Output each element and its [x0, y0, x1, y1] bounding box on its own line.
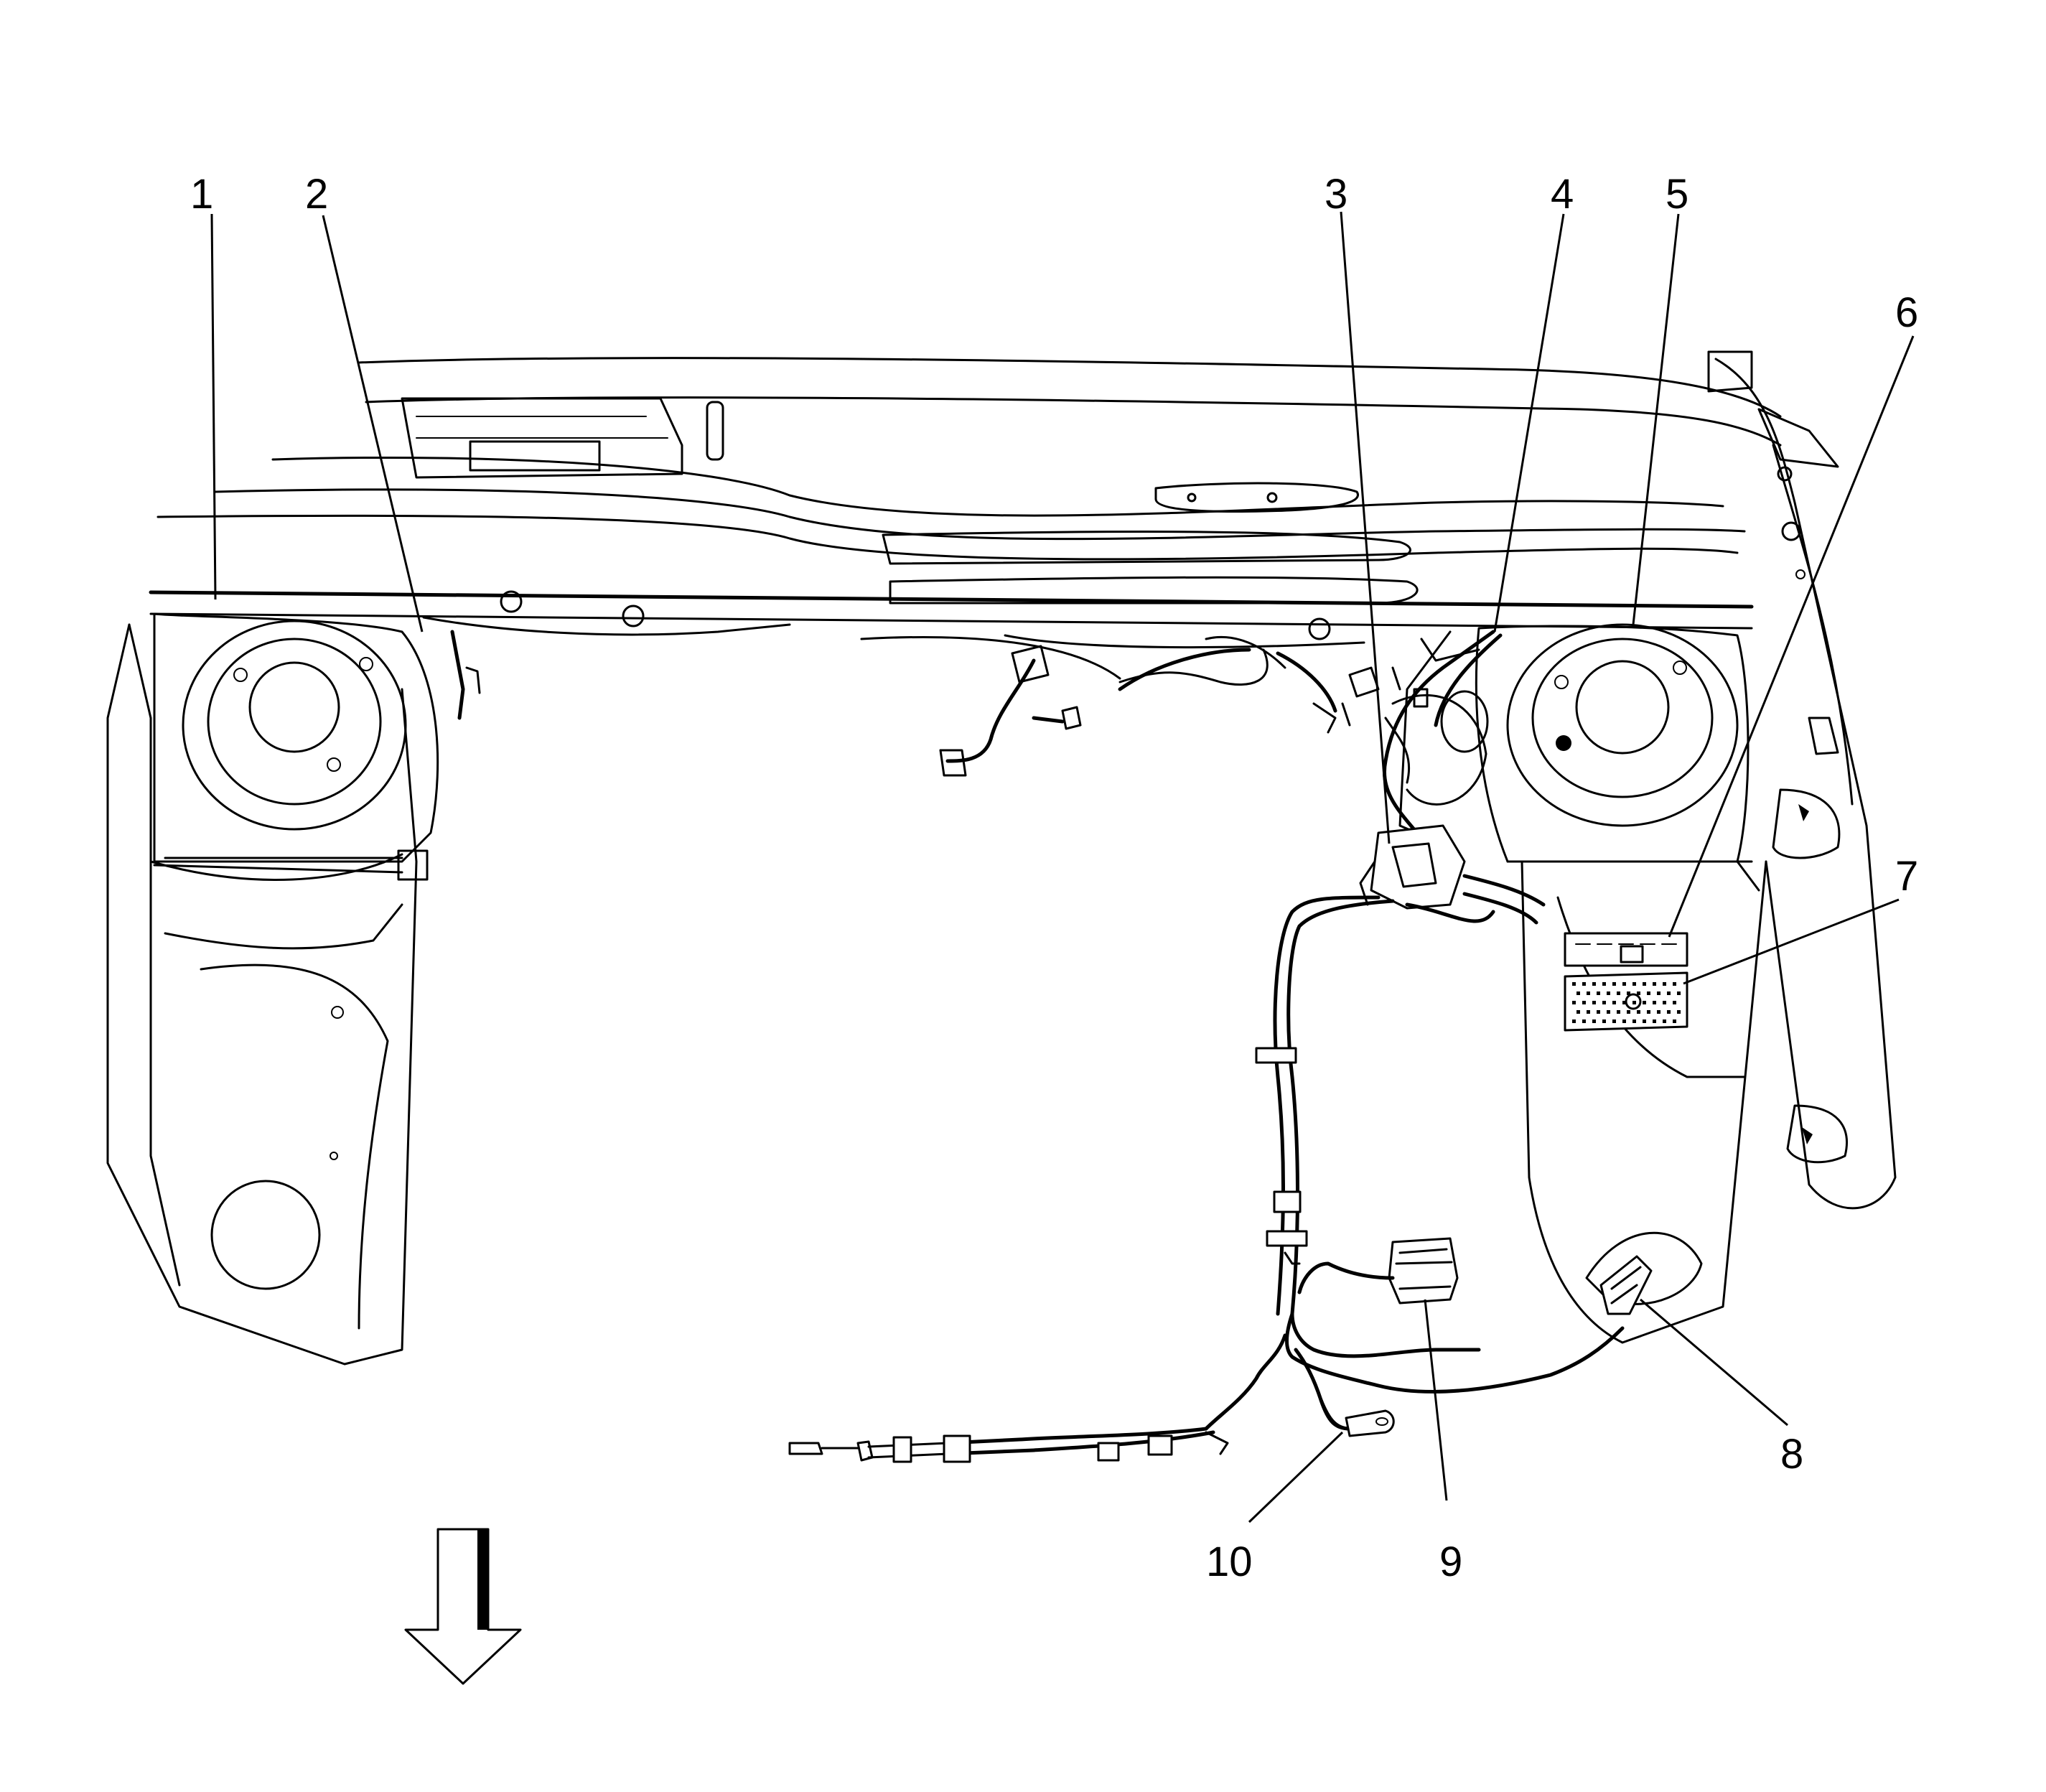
- perforation-dot: [1673, 1019, 1676, 1023]
- right-strut-tower: [1475, 623, 1760, 892]
- perforation-dot: [1643, 1019, 1646, 1023]
- perforation-dot: [1622, 1001, 1626, 1004]
- vehicle-front-structure: [106, 350, 1897, 1366]
- perforation-dot: [1657, 991, 1660, 995]
- perforation-dot: [1607, 991, 1610, 995]
- perforation-dot: [1607, 1010, 1610, 1014]
- perforation-dot: [1677, 1010, 1681, 1014]
- perforation-dot: [1663, 982, 1666, 986]
- perforation-dot: [1617, 991, 1620, 995]
- perforation-dot: [1602, 1001, 1606, 1004]
- perforation-dot: [1572, 1001, 1576, 1004]
- fuse-block: [1564, 932, 1688, 967]
- perforation-dot: [1653, 1001, 1656, 1004]
- callout-1: 1: [190, 171, 213, 218]
- perforation-dot: [1653, 982, 1656, 986]
- perforation-dot: [1637, 1010, 1640, 1014]
- perforation-dot: [1632, 1001, 1636, 1004]
- perforation-dot: [1627, 991, 1630, 995]
- perforation-dot: [1576, 991, 1580, 995]
- perforation-dot: [1622, 1019, 1626, 1023]
- perforation-dot: [1637, 991, 1640, 995]
- perforation-dot: [1612, 1001, 1616, 1004]
- perforation-dot: [1572, 982, 1576, 986]
- perforation-dot: [1643, 1001, 1646, 1004]
- perforation-dot: [1627, 1010, 1630, 1014]
- perforation-dot: [1597, 991, 1600, 995]
- perforation-dot: [1592, 1001, 1596, 1004]
- perforation-dot: [1612, 982, 1616, 986]
- perforation-dot: [1647, 991, 1650, 995]
- callout-2: 2: [305, 171, 328, 218]
- perforation-dot: [1602, 982, 1606, 986]
- perforation-dot: [1592, 1019, 1596, 1023]
- perforation-dot: [1643, 982, 1646, 986]
- perforation-dot: [1622, 982, 1626, 986]
- left-strut-tower: [153, 612, 439, 881]
- perforation-dot: [1612, 1019, 1616, 1023]
- perforation-dot: [1582, 982, 1586, 986]
- engine-harness: [450, 630, 1688, 1463]
- callout-3: 3: [1325, 171, 1347, 218]
- down-arrow-icon: [404, 1528, 522, 1685]
- perforation-dot: [1663, 1001, 1666, 1004]
- perforation-dot: [1657, 1010, 1660, 1014]
- perforation-dot: [1576, 1010, 1580, 1014]
- callout-4: 4: [1551, 171, 1574, 218]
- perforation-dot: [1667, 991, 1671, 995]
- callout-10: 10: [1206, 1539, 1253, 1585]
- callout-7: 7: [1895, 853, 1918, 900]
- perforation-dot: [1572, 1019, 1576, 1023]
- perforation-dot: [1663, 1019, 1666, 1023]
- perforation-dot: [1582, 1001, 1586, 1004]
- callout-5: 5: [1666, 171, 1688, 218]
- perforation-dot: [1587, 991, 1590, 995]
- callout-labels: 1 2 3 4 5 6 7 8 9 10: [190, 171, 1918, 1585]
- perforation-dot: [1677, 991, 1681, 995]
- relay-block: [1564, 971, 1688, 1032]
- perforation-dot: [1667, 1010, 1671, 1014]
- callout-8: 8: [1780, 1431, 1803, 1478]
- perforation-dot: [1673, 1001, 1676, 1004]
- perforation-dot: [1647, 1010, 1650, 1014]
- perforation-dot: [1617, 1010, 1620, 1014]
- perforation-dot: [1632, 1019, 1636, 1023]
- perforation-dot: [1582, 1019, 1586, 1023]
- perforation-dot: [1653, 1019, 1656, 1023]
- perforation-dot: [1592, 982, 1596, 986]
- callout-6: 6: [1895, 289, 1918, 336]
- perforation-dot: [1602, 1019, 1606, 1023]
- perforation-dot: [1632, 982, 1636, 986]
- perforation-dot: [1597, 1010, 1600, 1014]
- perforation-dot: [1673, 982, 1676, 986]
- perforation-dot: [1587, 1010, 1590, 1014]
- callout-9: 9: [1439, 1539, 1462, 1585]
- leader-lines: [210, 211, 1915, 1523]
